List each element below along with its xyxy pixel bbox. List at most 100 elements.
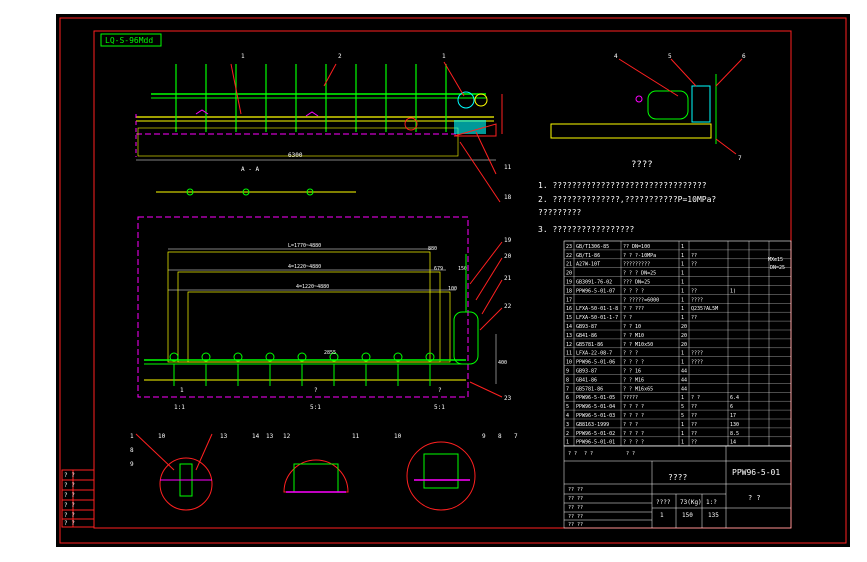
bom-cell: PPW96-5-01-03 (576, 413, 615, 419)
bom-cell: ? ? 10 (623, 324, 641, 330)
detail-1-scale: 1:1 (174, 404, 185, 411)
svg-text:1: 1 (241, 53, 245, 60)
svg-text:7: 7 (738, 155, 742, 162)
svg-text:7: 7 (514, 433, 518, 440)
bom-cell: 1 (681, 395, 684, 401)
svg-text:13: 13 (220, 433, 228, 440)
bom-cell: LFXA-50-01-1-7 (576, 315, 618, 321)
bom-cell: 1 (681, 262, 684, 268)
bom-cell: GB/T1-86 (576, 253, 600, 259)
bom-cell: 130 (730, 422, 739, 428)
dim-top: 6300 (288, 152, 303, 159)
bom-cell: ? ? ? ? (623, 288, 644, 294)
svg-text:23: 23 (504, 395, 512, 402)
bom-cell: 6 (730, 404, 733, 410)
bom-cell: 13 (566, 333, 572, 339)
bom-cell: ?? (691, 262, 697, 268)
bom-cell: 21 (566, 262, 572, 268)
svg-text:?: ? (438, 387, 442, 394)
bom-cell: ?? DN=100 (623, 244, 650, 250)
detail-3-scale: 5:1 (434, 404, 445, 411)
svg-text:? ?: ? ? (64, 472, 75, 479)
svg-text:4: 4 (614, 53, 618, 60)
bom-cell: 17 (730, 413, 736, 419)
side-view (550, 58, 743, 155)
svg-text:8: 8 (498, 433, 502, 440)
bom-cell: ???? (691, 351, 703, 357)
dim-l1: L=1770~4880 (288, 243, 321, 249)
note-2: 2. ??????????????,???????????P=10MPa? (538, 195, 716, 204)
bom-cell: 12 (566, 342, 572, 348)
dim-100: 100 (448, 286, 457, 292)
bom-cell: ? ? ? ? (623, 413, 644, 419)
bom-cell: PPW96-5-01-07 (576, 288, 615, 294)
bom-cell: ?? (691, 431, 697, 437)
svg-text:2: 2 (338, 53, 342, 60)
bom-cell: 6.4 (730, 395, 739, 401)
svg-text:20: 20 (504, 253, 512, 260)
bom-cell: 20 (681, 333, 687, 339)
svg-text:10: 10 (394, 433, 402, 440)
bom-cell: 23 (566, 244, 572, 250)
svg-text:?? ??: ?? ?? (568, 496, 583, 502)
section-aa: A - A (156, 166, 356, 196)
bom-cell: 8.5 (730, 431, 739, 437)
notes-title: ???? (631, 160, 653, 170)
dim-2855: 2855 (324, 350, 336, 356)
bom-cell: GB93-87 (576, 324, 597, 330)
top-elevation-view: 6300 (135, 61, 503, 203)
bom-cell: 1 (681, 271, 684, 277)
svg-text:? ?: ? ? (584, 451, 593, 457)
bom-cell: GB41-86 (576, 377, 597, 383)
dim-l3: 4=1220~4880 (296, 284, 329, 290)
bom-cell: ? ? 16 (623, 369, 641, 375)
bom-cell: 8 (566, 377, 569, 383)
svg-text:6: 6 (742, 53, 746, 60)
bom-cell: 10 (566, 360, 572, 366)
bom-cell: 2 (566, 431, 569, 437)
bom-cell: 5 (681, 413, 684, 419)
bom-cell: GB3091-76-02 (576, 280, 612, 286)
left-revision-strip (61, 469, 95, 528)
bom-cell: ? ? ? ? (623, 431, 644, 437)
bom-cell: 44 (681, 386, 687, 392)
code-box-text: LQ-S-96Mdd (105, 36, 153, 45)
detail-1: 1 1:1 (135, 387, 213, 511)
bom-cell: 4 (566, 413, 569, 419)
svg-text:22: 22 (504, 303, 512, 310)
bom-cell: 1 (681, 288, 684, 294)
svg-text:13: 13 (266, 433, 274, 440)
bom-cell: 7 (566, 386, 569, 392)
bom-cell: 1 (681, 360, 684, 366)
tag-mxe15: MXe15 (768, 257, 783, 263)
svg-text:? ?: ? ? (568, 451, 577, 457)
note-1: 1. ???????????????????????????????? (538, 181, 707, 190)
bom-cell: 16 (566, 306, 572, 312)
bom-cell: ???? (691, 297, 703, 303)
svg-text:8: 8 (130, 447, 134, 454)
bom-cell: ?? (691, 440, 697, 446)
bom-cell: 11 (566, 351, 572, 357)
svg-text:1: 1 (130, 433, 134, 440)
bom-cell: A27W-10T (576, 262, 600, 268)
bom-cell: 5 (566, 404, 569, 410)
svg-text:1: 1 (442, 53, 446, 60)
bom-cell: 17 (566, 297, 572, 303)
bom-cell: 20 (681, 342, 687, 348)
bom-cell: 5 (681, 404, 684, 410)
bom-cell: 1 (681, 315, 684, 321)
bom-cell: ????? (623, 395, 638, 401)
svg-text:? ?: ? ? (626, 451, 635, 457)
bom-cell: 20 (566, 271, 572, 277)
plan-view: L=1770~4880 4=1220~4880 4=1220~4880 880 … (137, 216, 507, 398)
svg-text:14: 14 (252, 433, 260, 440)
bom-cell: 44 (681, 377, 687, 383)
svg-text:? ?: ? ? (64, 492, 75, 499)
note-2b: ????????? (538, 208, 582, 217)
tag-dn25: DN=25 (770, 265, 785, 271)
bom-cell: 22 (566, 253, 572, 259)
bom-cell: ? ? ? (623, 351, 638, 357)
dim-400: 400 (498, 360, 507, 366)
svg-text:19: 19 (504, 237, 512, 244)
